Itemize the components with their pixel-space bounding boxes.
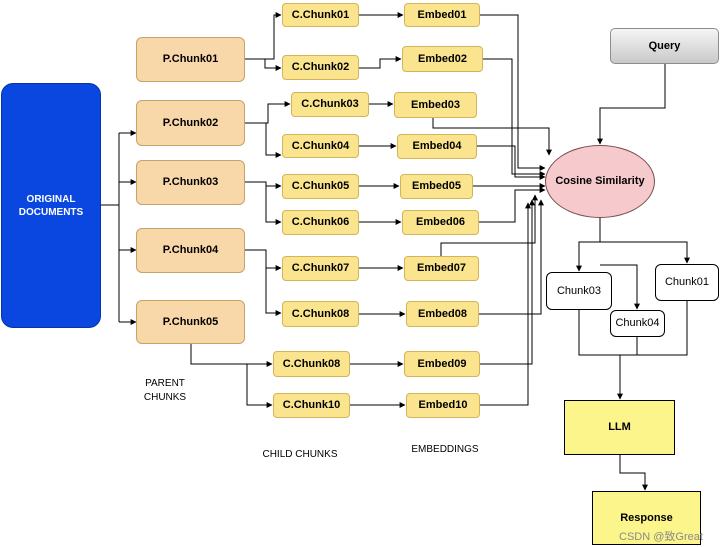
edge-p04-c08 <box>245 249 282 316</box>
embed-08: Embed08 <box>406 301 479 327</box>
edge-p01-c02 <box>245 58 282 71</box>
child-chunk-07: C.Chunk07 <box>282 256 359 281</box>
child-chunk-10: C.Chunk10 <box>273 393 350 418</box>
query-node: Query <box>610 28 719 64</box>
retrieved-chunk-01: Chunk01 <box>655 264 719 301</box>
child-chunk-03: C.Chunk03 <box>291 92 369 117</box>
original-documents-line1: ORIGINAL <box>26 193 76 205</box>
edge-p05-c08b <box>190 344 273 367</box>
child-chunk-04: C.Chunk04 <box>282 134 359 158</box>
child-chunk-06: C.Chunk06 <box>282 210 359 235</box>
embed-10: Embed10 <box>406 393 480 418</box>
child-chunks-label: CHILD CHUNKS <box>262 449 338 460</box>
edge-c02-e02 <box>359 56 402 69</box>
edge-e08-cos <box>479 199 544 315</box>
edge-p02-c03 <box>245 101 291 124</box>
parent-chunk-01: P.Chunk01 <box>136 37 245 82</box>
edge-p03-c05 <box>245 181 282 189</box>
edge-e01-cos <box>480 14 546 171</box>
embed-07: Embed07 <box>404 256 479 281</box>
retrieved-chunk-03: Chunk03 <box>546 272 612 310</box>
edge-split-chunk04 <box>600 264 640 310</box>
embed-05: Embed05 <box>400 174 473 199</box>
edge-p02-c04 <box>245 122 282 158</box>
edge-p03-c06 <box>245 181 282 225</box>
edge-e04-cos <box>477 145 546 180</box>
edge-query-cos <box>597 64 666 145</box>
edge-chunk01-merge <box>620 301 688 356</box>
edge-e03-cos <box>432 118 552 156</box>
parent-chunk-03: P.Chunk03 <box>136 160 245 205</box>
edge-e07-cos <box>440 194 538 256</box>
edge-p01-c01 <box>245 12 282 60</box>
parent-chunk-05: P.Chunk05 <box>136 300 245 344</box>
edge-e02-cos <box>483 58 546 177</box>
retrieved-chunk-04: Chunk04 <box>610 310 665 337</box>
edge-llm-response <box>619 455 648 491</box>
edge-split-chunk01 <box>600 241 690 264</box>
cosine-similarity-node: Cosine Similarity <box>545 145 655 218</box>
child-chunk-02: C.Chunk02 <box>282 55 359 80</box>
embed-01: Embed01 <box>404 3 480 27</box>
parent-chunk-04: P.Chunk04 <box>136 228 245 273</box>
llm-node: LLM <box>564 400 675 455</box>
child-chunk-05: C.Chunk05 <box>282 174 359 199</box>
watermark: CSDN @致Great <box>619 531 703 543</box>
original-documents-line2: DOCUMENTS <box>18 206 84 218</box>
embed-06: Embed06 <box>402 210 479 235</box>
embed-02: Embed02 <box>402 46 483 72</box>
child-chunk-01: C.Chunk01 <box>282 3 359 27</box>
edge-e10-cos <box>480 202 531 406</box>
embeddings-label: EMBEDDINGS <box>411 444 479 455</box>
edge-e06-cos <box>479 187 546 223</box>
edge-chunk03-merge <box>578 310 620 356</box>
response-node: Response <box>592 491 701 545</box>
parent-chunks-label-line1: PARENT <box>145 378 185 389</box>
child-chunk-08b: C.Chunk08 <box>273 351 350 377</box>
edge-p04-c07 <box>245 249 282 271</box>
parent-chunk-02: P.Chunk02 <box>136 100 245 146</box>
embed-09: Embed09 <box>404 351 480 377</box>
edge-split-chunk03 <box>576 241 600 272</box>
child-chunk-08: C.Chunk08 <box>282 301 359 327</box>
embed-04: Embed04 <box>397 134 477 159</box>
embed-03: Embed03 <box>394 92 477 118</box>
edge-p05-c10 <box>246 364 273 408</box>
parent-chunks-label-line2: CHUNKS <box>143 392 187 403</box>
parent-chunks-label: PARENT CHUNKS <box>130 377 200 405</box>
original-documents-node: ORIGINAL DOCUMENTS <box>1 83 101 328</box>
edge-e09-cos <box>480 199 535 365</box>
